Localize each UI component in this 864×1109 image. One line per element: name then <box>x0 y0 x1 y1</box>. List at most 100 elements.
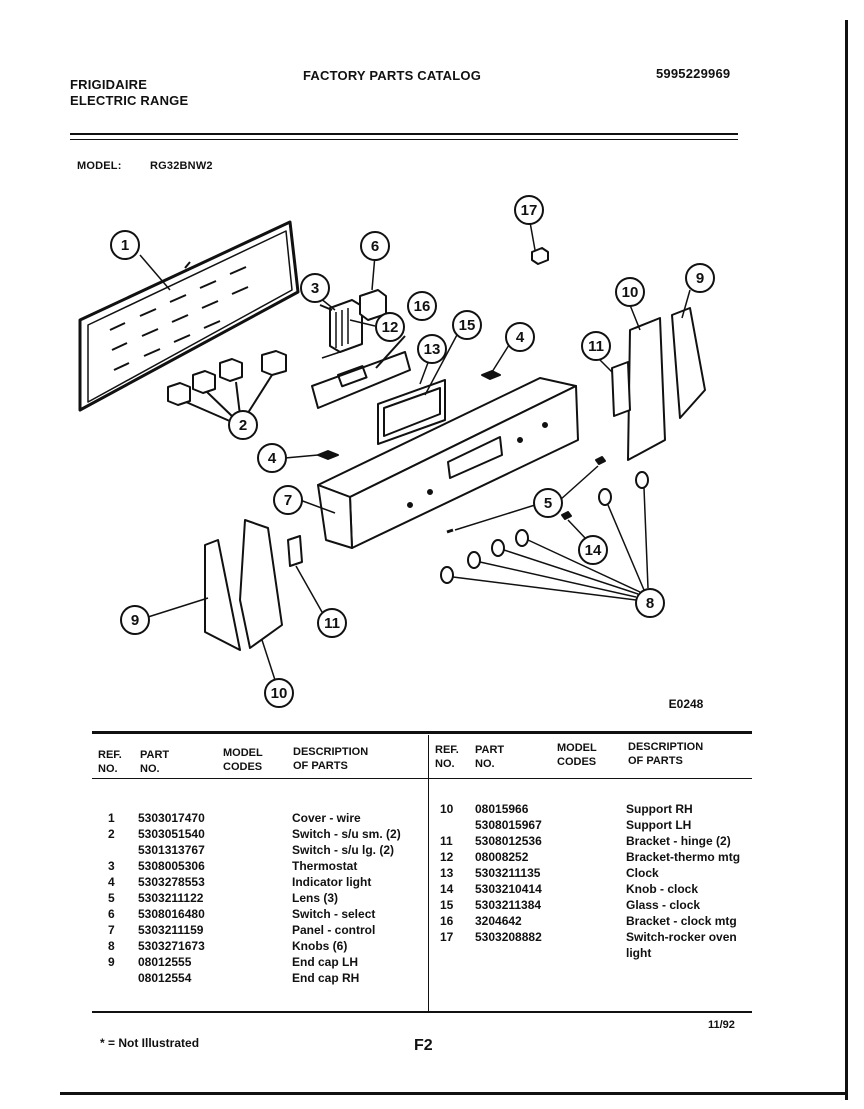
header-rule <box>70 133 738 140</box>
callout-5: 5 <box>544 495 552 512</box>
ref-number-cell: 9 <box>108 955 115 969</box>
ref-number-cell: 5 <box>108 891 115 905</box>
left-header-ref: REF. NO. <box>98 749 122 775</box>
part-number-cell: 5303211384 <box>475 898 542 912</box>
part-number-cell: 5303017470 <box>138 811 205 825</box>
ref-number-cell: 16 <box>440 914 454 928</box>
part-number-cell: 5308015967 <box>475 818 542 832</box>
description-cell: Indicator light <box>292 875 372 889</box>
callout-6: 6 <box>371 238 379 255</box>
callout-14: 14 <box>585 542 602 559</box>
clock-knob-part <box>561 511 572 520</box>
callout-4a: 4 <box>516 329 525 346</box>
callout-3: 3 <box>311 280 319 297</box>
left-header-desc: DESCRIPTION OF PARTS <box>293 746 369 772</box>
indicator-light-part <box>481 370 501 380</box>
page-border-bottom <box>60 1092 848 1095</box>
part-number-cell: 5308005306 <box>138 859 205 873</box>
part-number-cell: 5303210414 <box>475 882 542 896</box>
ref-number-cell: 4 <box>108 875 115 889</box>
ref-number-cell: 1 <box>108 811 115 825</box>
part-number-cell: 5303271673 <box>138 939 205 953</box>
ref-number-cell: 3 <box>108 859 115 873</box>
description-cell: Thermostat <box>292 859 358 873</box>
callout-9a: 9 <box>131 612 139 629</box>
callout-16: 16 <box>414 298 431 315</box>
ref-number-cell: 7 <box>108 923 115 937</box>
page-number: F2 <box>414 1037 433 1054</box>
model-value: RG32BNW2 <box>150 160 213 172</box>
lens-part <box>595 456 606 465</box>
callout-10a: 10 <box>622 284 639 301</box>
right-header-ref: REF. NO. <box>435 744 459 770</box>
cover-wire-part <box>78 220 300 412</box>
callout-9b: 9 <box>696 270 704 287</box>
description-cell: Lens (3) <box>292 891 339 905</box>
indicator-light-part-2 <box>317 450 339 460</box>
description-cell: Bracket - clock mtg <box>626 914 737 928</box>
description-cell: Clock <box>626 866 659 880</box>
ref-number-cell: 2 <box>108 827 115 841</box>
ref-number-cell: 17 <box>440 930 454 944</box>
left-header-model: MODEL CODES <box>223 747 263 773</box>
callout-4b: 4 <box>268 450 277 467</box>
description-cell: Knob - clock <box>626 882 699 896</box>
callout-13: 13 <box>424 341 441 358</box>
clock-bracket-window <box>337 365 368 388</box>
right-header-part: PART NO. <box>475 744 505 770</box>
right-header-model: MODEL CODES <box>557 742 597 768</box>
ref-number-cell: 8 <box>108 939 115 953</box>
end-cap-rh-part <box>671 307 706 419</box>
part-number-cell: 08015966 <box>475 802 529 816</box>
callout-10b: 10 <box>271 685 288 702</box>
part-number-cell: 5308016480 <box>138 907 205 921</box>
part-number-cell: 5308012536 <box>475 834 542 848</box>
thermostat-part <box>319 289 387 359</box>
part-number-cell: 08012554 <box>138 971 192 985</box>
table-column-divider <box>428 735 429 1011</box>
description-cell: Switch - s/u sm. (2) <box>292 827 401 841</box>
description-cell: End cap RH <box>292 971 360 985</box>
description-cell: Cover - wire <box>292 811 361 825</box>
callout-1: 1 <box>121 237 129 254</box>
description-cell: Switch - s/u lg. (2) <box>292 843 395 857</box>
callout-12: 12 <box>382 319 399 336</box>
product-name: ELECTRIC RANGE <box>70 93 189 108</box>
rocker-switch-part <box>531 247 549 265</box>
ref-number-cell: 6 <box>108 907 115 921</box>
switch-parts <box>167 350 287 423</box>
part-number-cell: 08008252 <box>475 850 529 864</box>
part-number-cell: 5301313767 <box>138 843 205 857</box>
ref-number-cell: 12 <box>440 850 454 864</box>
part-number-cell: 5303051540 <box>138 827 205 841</box>
left-header-part: PART NO. <box>140 749 170 775</box>
hinge-bracket-part-2 <box>287 535 303 567</box>
ref-number-cell: 15 <box>440 898 454 912</box>
control-panel-part <box>317 377 579 549</box>
part-number-cell: 3204642 <box>475 914 522 928</box>
description-cell: Bracket - hinge (2) <box>626 834 731 848</box>
callout-2: 2 <box>239 417 247 434</box>
description-cell: Support LH <box>626 818 692 832</box>
end-cap-lh-part <box>204 539 241 651</box>
callout-11a: 11 <box>588 338 604 355</box>
exploded-parts-diagram: 1 2 3 4 4 5 6 7 8 9 9 10 10 11 11 12 13 … <box>78 195 715 711</box>
callout-17: 17 <box>521 202 538 219</box>
knob-parts <box>440 471 649 584</box>
ref-number-cell: 13 <box>440 866 454 880</box>
part-number-cell: 5303208882 <box>475 930 542 944</box>
revision-date: 11/92 <box>708 1019 735 1031</box>
part-number-cell: 5303211135 <box>475 866 541 880</box>
description-cell: Switch-rocker oven light <box>626 930 737 960</box>
ref-number-cell: 14 <box>440 882 454 896</box>
description-cell: Knobs (6) <box>292 939 348 953</box>
description-cell: End cap LH <box>292 955 359 969</box>
diagram-code: E0248 <box>669 697 704 711</box>
part-number-cell: 5303211122 <box>138 891 204 905</box>
part-number-cell: 5303278553 <box>138 875 205 889</box>
ref-number-cell: 11 <box>440 834 453 848</box>
page-border-right <box>845 20 848 1100</box>
description-cell: Bracket-thermo mtg <box>626 850 741 864</box>
model-label: MODEL: <box>77 160 122 172</box>
right-header-desc: DESCRIPTION OF PARTS <box>628 741 704 767</box>
